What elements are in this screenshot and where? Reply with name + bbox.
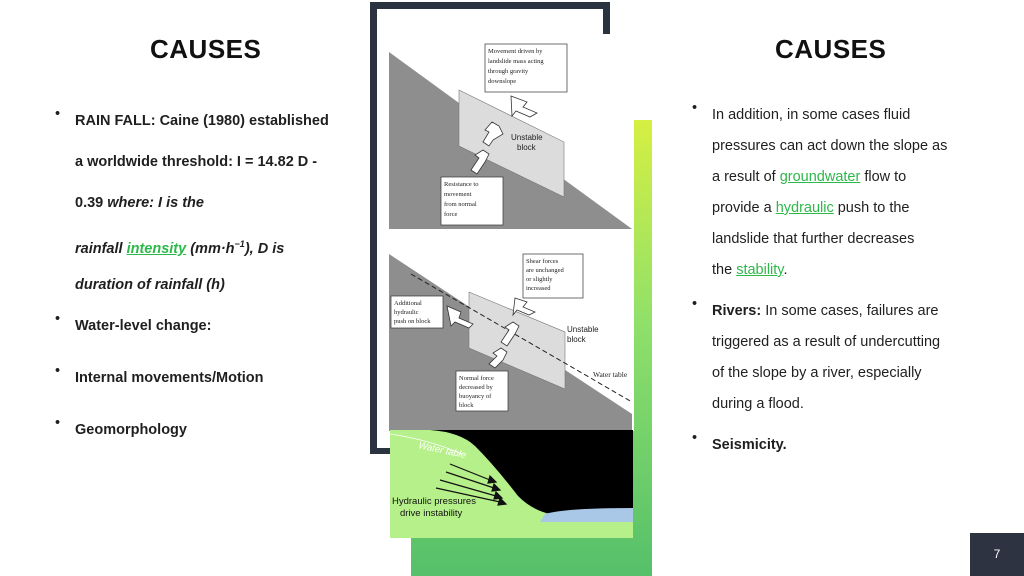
movement-arrow: [510, 95, 538, 118]
bullet-water-level: • Water-level change:: [52, 311, 352, 363]
bullet-rain-fall: • RAIN FALL: Caine (1980) established a …: [52, 106, 352, 311]
right-bullet-list: • In addition, in some cases fluid press…: [690, 100, 990, 461]
rain-line-3: 0.39 where: I is the: [75, 195, 204, 211]
resistance-box: [440, 176, 504, 226]
shear-arrow: [512, 297, 536, 317]
water-table-line: [410, 273, 633, 403]
bullet-dot: •: [55, 363, 61, 379]
hydraulic-push-arrow: [446, 305, 474, 329]
ground-mass: [390, 430, 633, 538]
rain-line-5: duration of rainfall (h): [75, 277, 225, 293]
bullet-seismicity: • Seismicity.: [692, 430, 787, 453]
resistance-arrow: [470, 149, 490, 175]
bullet-rivers: • Rivers: In some cases, failures are tr…: [692, 296, 941, 412]
page-number-box: 7: [970, 533, 1024, 576]
river-water: [540, 508, 633, 522]
intensity-link[interactable]: intensity: [126, 240, 187, 257]
rain-line-2: a worldwide threshold: I = 14.82 D -: [75, 154, 318, 170]
rain-line-1: RAIN FALL: Caine (1980) established: [75, 113, 329, 129]
movement-box: [484, 43, 568, 93]
groundwater-link[interactable]: groundwater: [779, 169, 861, 185]
bullet-dot: •: [55, 311, 61, 327]
hydraulic-arrows: [435, 463, 508, 506]
bullet-dot: •: [692, 430, 698, 446]
hydraulic-link[interactable]: hydraulic: [775, 200, 834, 216]
water-table-curve: [390, 433, 463, 455]
bottom-normal-arrow-upper: [500, 321, 520, 347]
normal-force-box: [455, 370, 509, 412]
bullet-internal-movements: • Internal movements/Motion: [52, 363, 352, 415]
bullet-dot: •: [692, 100, 698, 116]
left-slide-title: CAUSES: [150, 34, 262, 64]
bullet-dot: •: [55, 415, 61, 431]
shear-box: [522, 253, 584, 299]
bottom-unstable-block: [468, 291, 566, 390]
water-level-text: Water-level change:: [75, 318, 212, 334]
rain-line-4: rainfall intensity (mm·h−1), D is: [75, 239, 285, 257]
internal-movements-text: Internal movements/Motion: [75, 370, 264, 386]
page-number: 7: [993, 547, 1001, 561]
water-table-label: Water table: [593, 370, 628, 379]
geomorphology-text: Geomorphology: [75, 422, 187, 438]
left-bullet-list: • RAIN FALL: Caine (1980) established a …: [52, 106, 352, 456]
bullet-fluid-pressure: • In addition, in some cases fluid press…: [692, 100, 948, 278]
additional-push-box: [390, 295, 444, 329]
stability-link[interactable]: stability: [736, 262, 784, 278]
normal-arrow-up: [482, 121, 504, 147]
bullet-geomorphology: • Geomorphology: [52, 415, 352, 456]
right-slide-title: CAUSES: [775, 34, 887, 64]
bottom-normal-arrow-lower: [488, 347, 508, 369]
bullet-dot: •: [55, 106, 61, 122]
top-unstable-block: [458, 89, 565, 198]
bullet-dot: •: [692, 296, 698, 312]
